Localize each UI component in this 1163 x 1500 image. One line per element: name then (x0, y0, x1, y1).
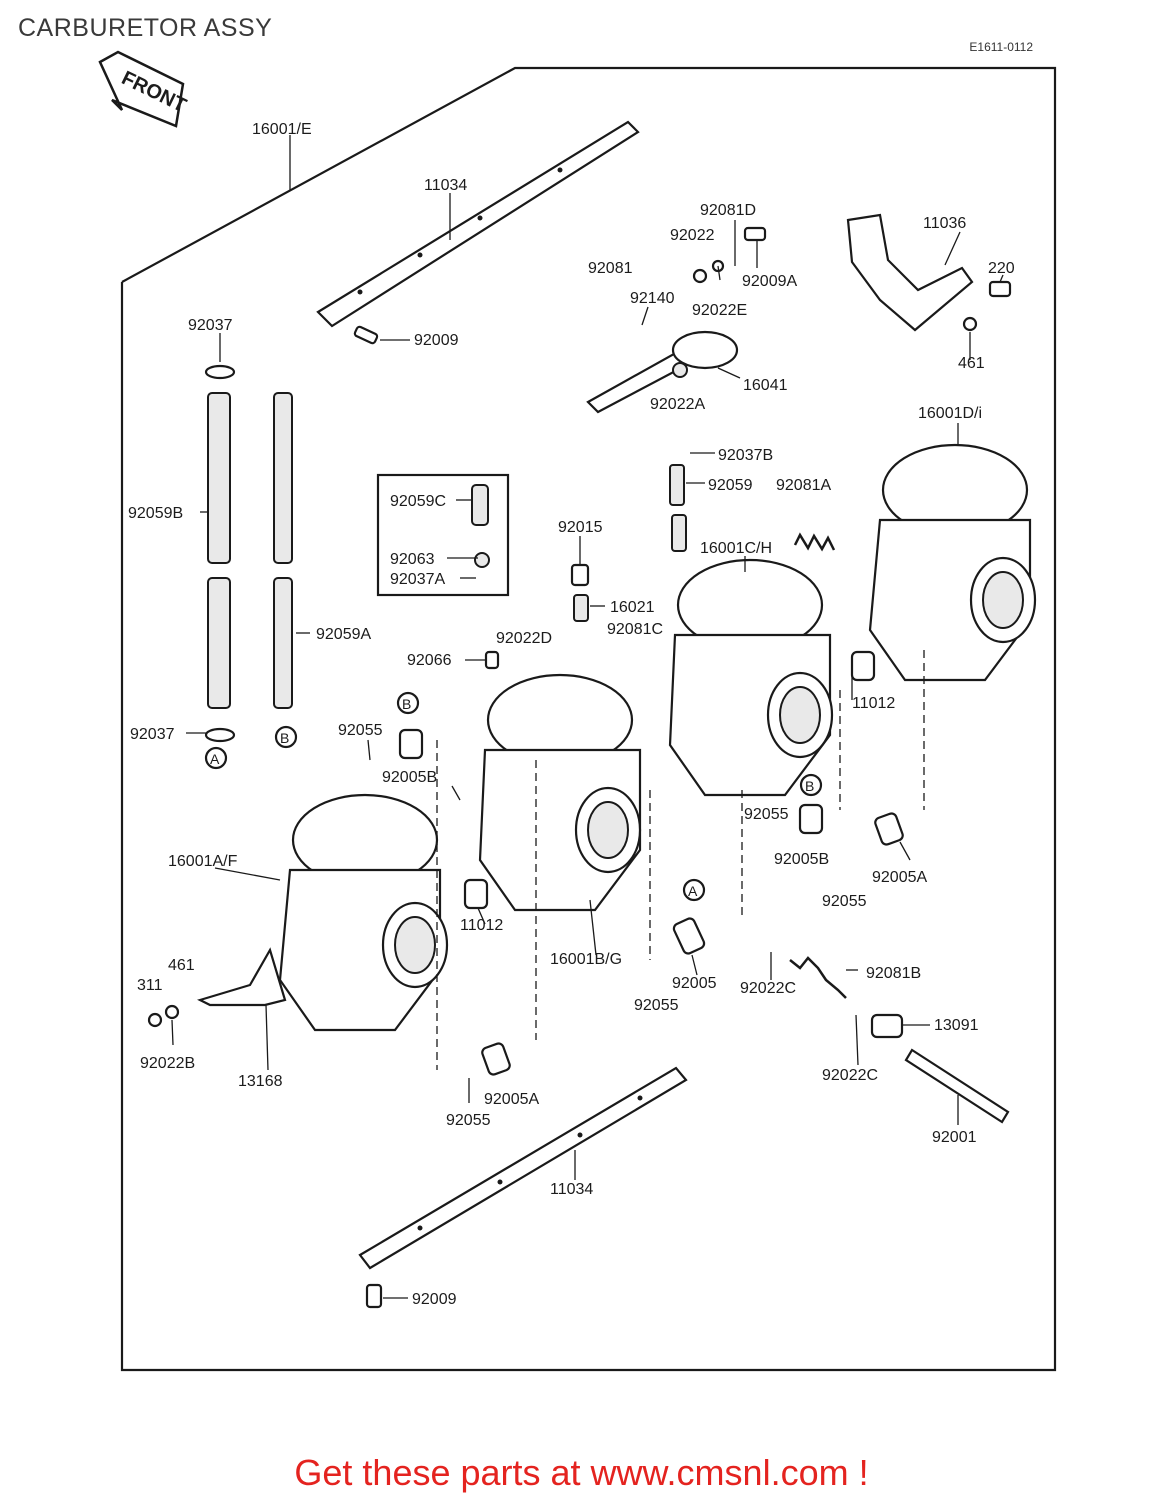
part-callout: 92055 (446, 1112, 491, 1129)
throttle-lever-icon (147, 947, 287, 1028)
part-callout: 16021 (610, 599, 655, 616)
fuel-tube-right-upper (273, 392, 293, 564)
part-callout: 461 (958, 355, 985, 372)
part-callout: 92009A (742, 273, 797, 290)
adjust-screw-icon (870, 1013, 1010, 1124)
part-callout: 92001 (932, 1129, 977, 1146)
bracket-icon (846, 213, 1012, 332)
inset-box (376, 473, 510, 597)
part-callout: 16001D/i (918, 405, 982, 422)
page-title: CARBURETOR ASSY (18, 14, 273, 42)
part-callout: 11012 (460, 917, 503, 934)
part-callout: 92022A (650, 396, 705, 413)
fuel-tube-left-upper (207, 392, 231, 564)
carburetor-body-c (668, 558, 834, 797)
part-callout: 16001C/H (700, 540, 772, 557)
connector-parts (398, 464, 904, 1076)
assembly-guide-lines (436, 650, 925, 1070)
part-callout: 461 (168, 957, 195, 974)
part-callout: 13168 (238, 1073, 283, 1090)
callout-labels: 16001/E 11034 92009 92037 92059B 92059 A … (128, 121, 1015, 1308)
part-callout: 92009 (412, 1291, 457, 1308)
part-callout: 92055 (822, 893, 867, 910)
part-callout: 92081A (776, 477, 831, 494)
part-callout: 92037A (390, 571, 445, 588)
part-callout: 92022D (496, 630, 552, 647)
part-callout: 92005A (872, 869, 927, 886)
part-callout: 92037 (130, 726, 175, 743)
reference-mark: B (280, 730, 289, 746)
part-callout: 92066 (407, 652, 452, 669)
part-callout: 92005 (672, 975, 717, 992)
spring-icon (789, 532, 847, 999)
part-callout: 92055 (338, 722, 383, 739)
part-callout: 311 (137, 977, 163, 994)
part-callout: 92009 (414, 332, 459, 349)
part-callout: 92022E (692, 302, 747, 319)
part-callout: 16001/E (252, 121, 312, 138)
part-callout: 11034 (550, 1181, 593, 1198)
part-callout: 16001B/G (550, 951, 622, 968)
part-callout: 92059B (128, 505, 183, 522)
part-callout: 11012 (852, 695, 895, 712)
part-callout: 92037 (188, 317, 233, 334)
part-callout: 92059 (708, 477, 753, 494)
footer-link-text[interactable]: Get these parts at www.cmsnl.com ! (294, 1452, 869, 1493)
hose-clamp-icon (204, 364, 236, 380)
part-callout: 92055 (634, 997, 679, 1014)
part-callout: 92005B (774, 851, 829, 868)
reference-mark: B (402, 696, 411, 712)
part-callout: 92022C (740, 980, 796, 997)
part-callout: 16001A/F (168, 853, 238, 870)
part-callout: 92022C (822, 1067, 878, 1084)
carburetor-body-a (278, 793, 449, 1032)
part-callout: 220 (988, 260, 1015, 277)
carburetor-body-b (478, 673, 642, 912)
part-callout: 92022 (670, 227, 715, 244)
carburetor-body-d (868, 443, 1037, 682)
part-callout: 92022B (140, 1055, 195, 1072)
part-callout: 92059C (390, 493, 446, 510)
part-callout: 92081D (700, 202, 756, 219)
assembly-frame (120, 66, 1057, 1372)
leader-lines (171, 135, 1004, 1299)
part-callout: 92037B (718, 447, 773, 464)
screw-icon (365, 1283, 383, 1309)
part-callout: 92081 (588, 260, 633, 277)
throttle-linkage (586, 226, 767, 414)
hose-clamp-icon (204, 727, 236, 743)
reference-mark: B (805, 778, 814, 794)
reference-mark: A (210, 751, 220, 767)
part-callout: 92059A (316, 626, 371, 643)
part-callout: 92055 (744, 806, 789, 823)
front-arrow-icon: FRONT (98, 50, 190, 128)
part-callout: 16041 (743, 377, 788, 394)
reference-marks: A B B B A (204, 691, 823, 902)
part-callout: 92140 (630, 290, 675, 307)
reference-mark: A (688, 883, 698, 899)
fuel-tube-right-lower (273, 577, 293, 709)
inset-filter (474, 552, 490, 568)
part-callout: 13091 (934, 1017, 979, 1034)
fuel-rail-lower (358, 1066, 688, 1270)
part-callout: 92081C (607, 621, 663, 638)
diagram-code: E1611-0112 (969, 40, 1033, 54)
inset-tube (471, 484, 489, 526)
part-callout: 92005A (484, 1091, 539, 1108)
part-callout: 11034 (424, 177, 467, 194)
part-callout: 92081B (866, 965, 921, 982)
part-callout: 92063 (390, 551, 435, 568)
part-callout: 11036 (923, 215, 966, 232)
screw-icon (353, 325, 379, 345)
part-callout: 92005B (382, 769, 437, 786)
part-callout: 92015 (558, 519, 603, 536)
fuel-rail-upper (316, 120, 640, 328)
fuel-tube-left-lower (207, 577, 231, 709)
